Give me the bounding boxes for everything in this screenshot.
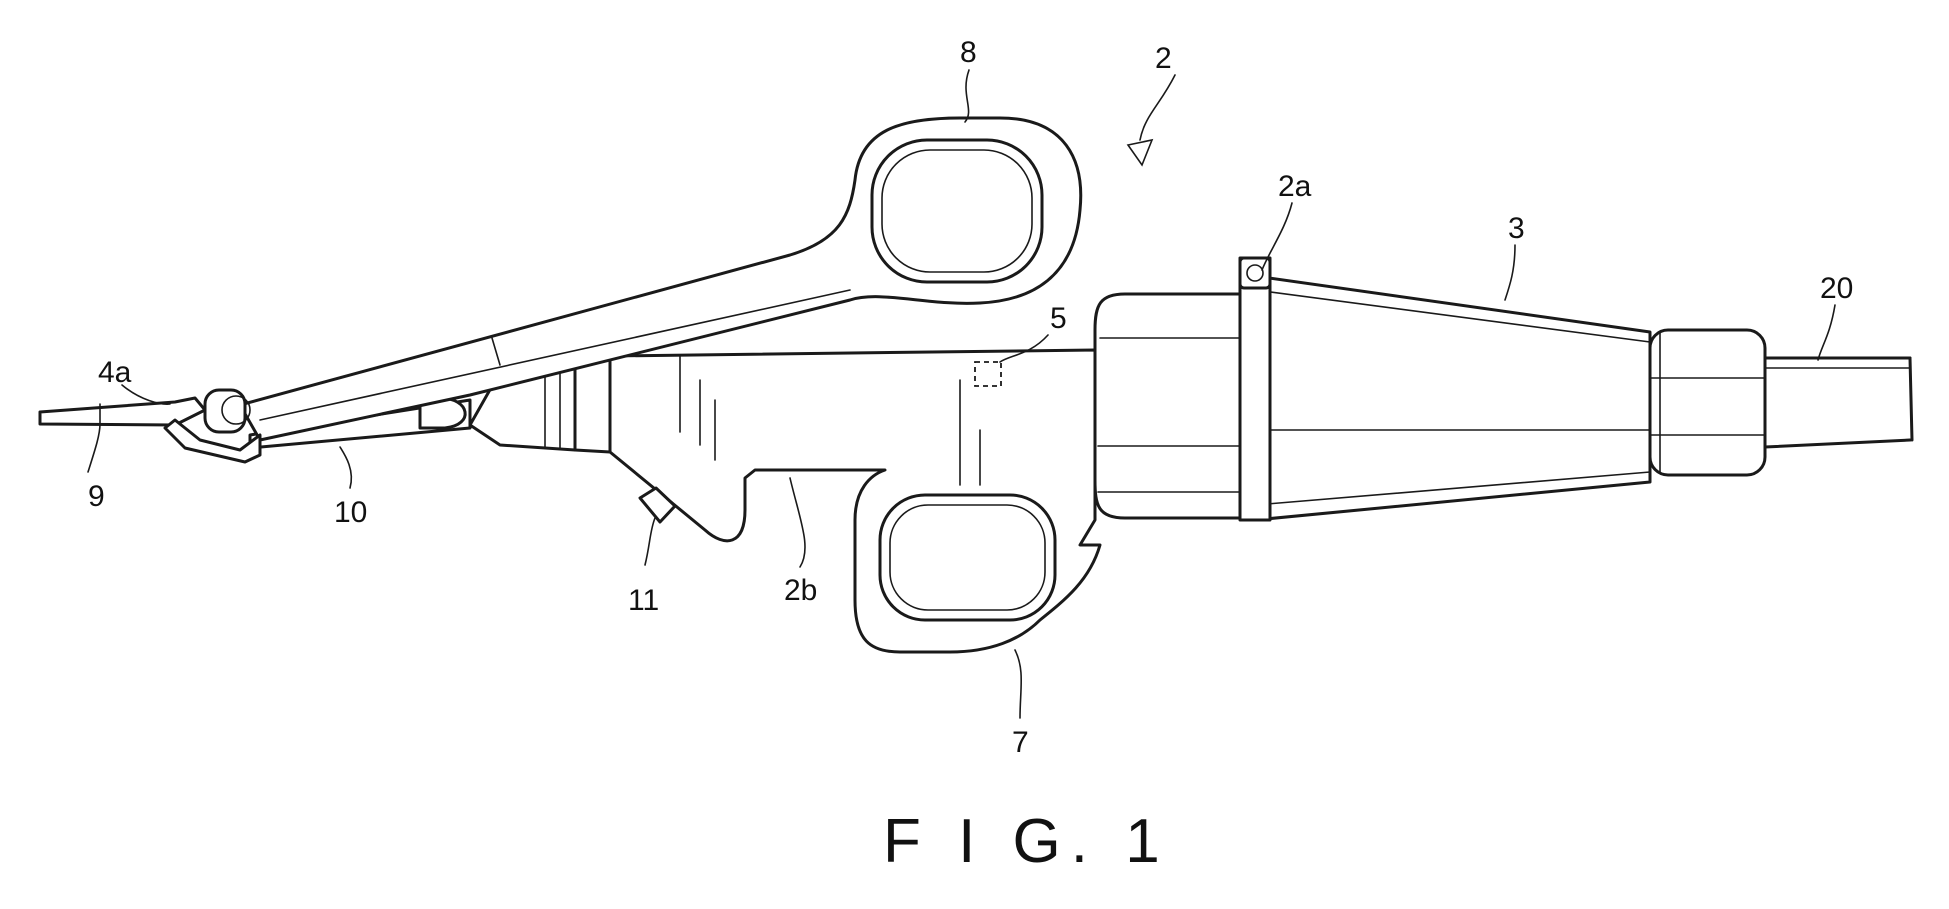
label-3: 3 [1508, 212, 1525, 245]
cable [1765, 358, 1912, 447]
label-11: 11 [628, 584, 659, 617]
arrow-2 [1128, 75, 1175, 165]
label-4a: 4a [98, 356, 132, 389]
label-5: 5 [1050, 302, 1067, 335]
main-body [610, 350, 1100, 652]
label-2: 2 [1155, 42, 1172, 75]
front-cap [1095, 258, 1270, 520]
label-2a: 2a [1278, 170, 1312, 203]
figure-caption: F I G. 1 [883, 807, 1170, 876]
label-9: 9 [88, 480, 105, 513]
cone-housing [1255, 276, 1765, 520]
label-7: 7 [1012, 726, 1029, 759]
label-8: 8 [960, 36, 977, 69]
label-10: 10 [334, 496, 367, 529]
label-20: 20 [1820, 272, 1853, 305]
label-2b: 2b [784, 574, 817, 607]
